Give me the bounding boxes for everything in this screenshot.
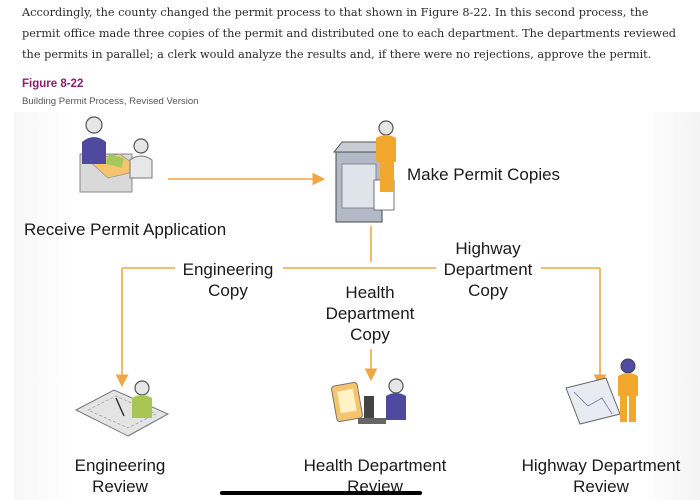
label-health-copy-line3: Copy: [350, 325, 390, 344]
figure-number: Figure 8-22: [22, 78, 84, 90]
label-highway-copy-line1: Highway: [455, 239, 521, 258]
label-highway-copy-line3: Copy: [468, 281, 508, 300]
body-paragraph: Accordingly, the county changed the perm…: [22, 6, 677, 61]
label-engineering-copy-line1: Engineering: [182, 260, 274, 279]
label-health-copy-line1: Health: [345, 283, 395, 302]
label-health-review-line1: Health Department: [303, 456, 447, 475]
home-indicator-bar[interactable]: [220, 491, 422, 495]
blueprint-worker-icon: [565, 358, 638, 425]
microscope-icon: [331, 378, 406, 424]
label-make-permit-copies: Make Permit Copies: [407, 165, 561, 184]
label-highway-review-line2: Review: [573, 477, 629, 496]
flow-connectors: [115, 172, 607, 388]
label-receive-permit-application: Receive Permit Application: [24, 220, 227, 239]
copier-icon: [332, 120, 396, 223]
figure-caption: Building Permit Process, Revised Version: [22, 96, 199, 107]
label-engineering-copy-line2: Copy: [208, 281, 248, 300]
engineering-desk-icon: [74, 380, 170, 437]
clerk-receive-icon: [79, 116, 153, 193]
label-engineering-copy: Engineering Copy: [178, 259, 278, 301]
label-highway-review-line1: Highway Department: [521, 456, 681, 475]
label-highway-department-copy: Highway Department Copy: [438, 238, 538, 301]
label-health-department-copy: Health Department Copy: [320, 282, 420, 345]
label-highway-copy-line2: Department: [443, 260, 533, 279]
label-engineering-review-line2: Review: [92, 477, 148, 496]
label-engineering-review: Engineering Review: [62, 455, 178, 497]
label-highway-department-review: Highway Department Review: [518, 455, 684, 497]
label-engineering-review-line1: Engineering: [74, 456, 166, 475]
label-health-copy-line2: Department: [325, 304, 415, 323]
